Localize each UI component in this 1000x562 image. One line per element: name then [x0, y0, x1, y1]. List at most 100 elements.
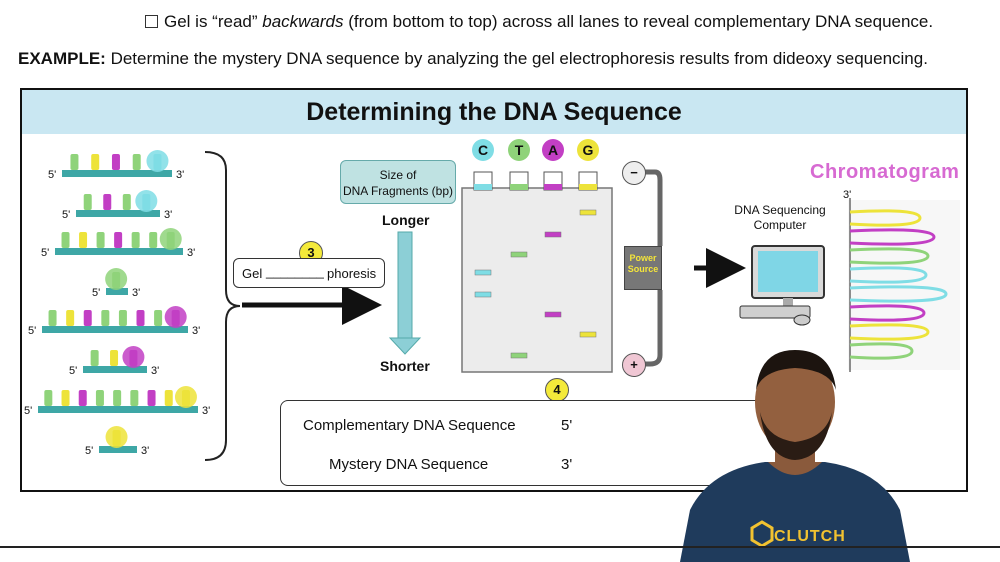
complementary-label: Complementary DNA Sequence	[303, 417, 516, 434]
nucleotide	[48, 310, 57, 326]
five-prime-label: 5'	[62, 209, 70, 221]
nucleotide	[83, 310, 92, 326]
gel-blank: ________	[266, 264, 324, 279]
fragments-brace	[204, 151, 241, 461]
nucleotide	[112, 430, 121, 446]
lane-label-a: A	[542, 139, 564, 161]
fragment-4: 5'3'	[92, 268, 140, 299]
lane-label-t: T	[508, 139, 530, 161]
mystery-3prime: 3'	[561, 456, 573, 473]
dna-fragments: 5'3'5'3'5'3'5'3'5'3'5'3'5'3'5'3'	[24, 150, 210, 457]
nucleotide	[132, 154, 141, 170]
nucleotide	[110, 350, 119, 366]
nucleotide	[153, 154, 162, 170]
five-prime-label: 5'	[69, 365, 77, 377]
gel	[461, 187, 613, 373]
presenter-face	[755, 352, 835, 452]
negative-electrode: −	[622, 161, 646, 185]
computer-label: DNA Sequencing Computer	[734, 203, 826, 233]
fragment-7: 5'3'	[24, 386, 210, 417]
diagram-title: Determining the DNA Sequence	[22, 90, 966, 134]
three-prime-label: 3'	[187, 247, 195, 259]
three-prime-label: 3'	[132, 287, 140, 299]
fragment-8: 5'3'	[85, 426, 149, 457]
size-label-line2: DNA Fragments (bp)	[342, 184, 454, 198]
complementary-5prime: 5'	[561, 417, 573, 434]
fragment-strand	[76, 210, 160, 217]
clutch-logo	[750, 520, 774, 548]
nucleotide	[136, 310, 145, 326]
three-prime-label: 3'	[141, 445, 149, 457]
power-source: Power Source	[624, 246, 662, 290]
gel-prefix: Gel	[242, 266, 263, 281]
nucleotide	[113, 390, 122, 406]
nucleotide	[147, 390, 156, 406]
nucleotide	[96, 232, 105, 248]
peak-4	[849, 266, 928, 284]
nucleotide	[171, 310, 180, 326]
computer-label-line1: DNA Sequencing	[734, 203, 826, 217]
band-4	[474, 269, 492, 276]
nucleotide	[129, 350, 138, 366]
nucleotide	[130, 390, 139, 406]
chromatogram-background	[848, 200, 960, 370]
five-prime-label: 5'	[41, 247, 49, 259]
well-fill	[579, 184, 597, 190]
nucleotide	[122, 194, 131, 210]
positive-electrode: +	[622, 353, 646, 377]
bullet-text: Gel is “read”	[164, 12, 263, 31]
example-label: EXAMPLE:	[18, 49, 106, 68]
nucleotide	[154, 310, 163, 326]
positive-wire	[645, 290, 663, 367]
fragment-strand	[99, 446, 137, 453]
nucleotide	[149, 232, 158, 248]
nucleotide	[111, 154, 120, 170]
bullet-text-rest: (from bottom to top) across all lanes to…	[343, 12, 934, 31]
nucleotide	[91, 154, 100, 170]
band-2	[544, 231, 562, 238]
nucleotide	[118, 310, 127, 326]
nucleotide	[44, 390, 53, 406]
band-6	[544, 311, 562, 318]
chromatogram-peaks	[848, 198, 960, 372]
shorter-label: Shorter	[380, 358, 430, 374]
nucleotide	[79, 232, 88, 248]
bullet-emphasis: backwards	[262, 12, 344, 31]
gel-suffix: phoresis	[327, 266, 377, 281]
size-arrow-head	[388, 337, 422, 355]
peak-7	[849, 323, 930, 341]
nucleotide	[61, 390, 70, 406]
fragment-strand	[55, 248, 183, 255]
peak-3	[849, 247, 930, 265]
well-fill	[544, 184, 562, 190]
nucleotide	[164, 390, 173, 406]
step-4-badge: 4	[545, 378, 569, 402]
nucleotide	[181, 390, 190, 406]
peak-5	[849, 285, 948, 303]
size-label-line1: Size of	[379, 168, 417, 182]
fragment-2: 5'3'	[62, 190, 172, 221]
fragment-strand	[83, 366, 147, 373]
band-5	[474, 291, 492, 298]
nucleotide	[90, 350, 99, 366]
fragment-3: 5' 3'	[41, 228, 195, 259]
nucleotide	[70, 154, 79, 170]
checkbox-icon	[145, 15, 158, 28]
computer-icon	[739, 245, 825, 326]
nucleotide	[83, 194, 92, 210]
peak-8	[849, 342, 914, 360]
band-8	[510, 352, 528, 359]
example-text: Determine the mystery DNA sequence by an…	[105, 49, 928, 68]
three-prime-label: 3'	[151, 365, 159, 377]
five-prime-label: 5'	[28, 325, 36, 337]
fragment-strand	[42, 326, 188, 333]
fragment-strand	[106, 288, 128, 295]
gel-bands	[474, 209, 597, 359]
nucleotide	[101, 310, 110, 326]
power-line1: Power	[629, 253, 657, 263]
nucleotide	[131, 232, 140, 248]
band-3	[510, 251, 528, 258]
well-fill	[474, 184, 492, 190]
example-prompt: EXAMPLE: Determine the mystery DNA seque…	[18, 49, 928, 69]
sequence-answer-box: Complementary DNA Sequence 5' Mystery DN…	[280, 400, 782, 486]
